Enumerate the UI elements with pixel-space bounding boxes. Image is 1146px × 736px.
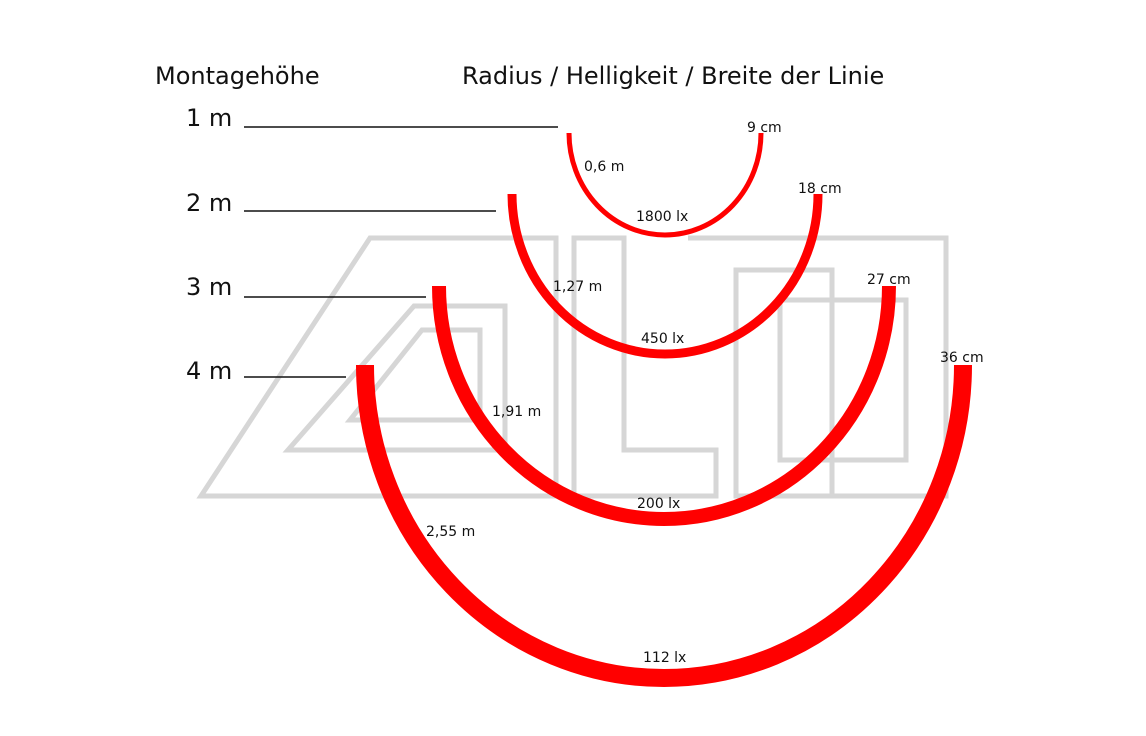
width-label: 27 cm — [867, 272, 911, 288]
header-radius-brightness-width: Radius / Helligkeit / Breite der Linie — [462, 62, 884, 90]
row-3m: 3 m 1,91 m 200 lx 27 cm — [186, 272, 911, 526]
width-label: 36 cm — [940, 350, 984, 366]
header-mounting-height: Montagehöhe — [155, 62, 320, 90]
lux-label: 112 lx — [643, 650, 686, 666]
lux-label: 1800 lx — [636, 209, 688, 225]
radius-label: 0,6 m — [584, 159, 624, 175]
row-1m: 1 m 0,6 m 1800 lx 9 cm — [186, 104, 782, 238]
watermark-logo — [196, 235, 949, 499]
light-arc — [507, 193, 823, 359]
radius-label: 1,27 m — [553, 279, 602, 295]
watermark-letter-i — [688, 235, 949, 499]
lux-label: 200 lx — [637, 496, 680, 512]
width-label: 9 cm — [747, 120, 782, 136]
height-label: 4 m — [186, 357, 232, 385]
watermark-letter-l — [571, 235, 719, 499]
light-arc — [356, 364, 972, 687]
row-4m: 4 m 2,55 m 112 lx 36 cm — [186, 350, 984, 687]
light-arc — [566, 132, 764, 238]
height-label: 1 m — [186, 104, 232, 132]
radius-label: 1,91 m — [492, 404, 541, 420]
lux-label: 450 lx — [641, 331, 684, 347]
width-label: 18 cm — [798, 181, 842, 197]
radius-label: 2,55 m — [426, 524, 475, 540]
row-2m: 2 m 1,27 m 450 lx 18 cm — [186, 181, 842, 359]
height-label: 2 m — [186, 189, 232, 217]
height-label: 3 m — [186, 273, 232, 301]
light-arc — [432, 285, 896, 526]
